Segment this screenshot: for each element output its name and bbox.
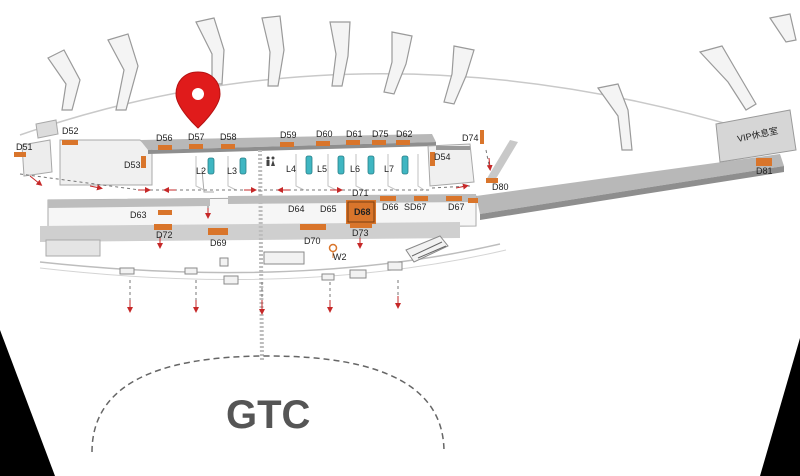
direction-arrows <box>29 157 493 315</box>
gate-label-d80: D80 <box>492 182 509 192</box>
restroom-icon <box>266 156 275 166</box>
gate-label-d68: D68 <box>354 207 371 217</box>
gate-label-d61: D61 <box>346 129 363 139</box>
lounge-labels: L2 L3 L4 L5 L6 L7 <box>196 164 394 176</box>
lounge-label-l3: L3 <box>227 166 237 176</box>
gate-label-d56: D56 <box>156 133 173 143</box>
gate-label-d70: D70 <box>304 236 321 246</box>
gate-label-d67: D67 <box>448 202 465 212</box>
gate-label-d81: D81 <box>756 166 773 176</box>
gate-label-d58: D58 <box>220 132 237 142</box>
gate-label-d59: D59 <box>280 130 297 140</box>
gate-label-d62: D62 <box>396 129 413 139</box>
stall-dividers <box>195 154 425 191</box>
gate-label-d54: D54 <box>434 152 451 162</box>
gate-label-d65: D65 <box>320 204 337 214</box>
lounge-markers <box>207 155 409 175</box>
gate-label-d74: D74 <box>462 133 479 143</box>
gtc-boundary <box>91 355 445 453</box>
lounge-label-l2: L2 <box>196 166 206 176</box>
gtc-label: GTC <box>226 393 310 437</box>
gate-label-d72: D72 <box>156 230 173 240</box>
landside-edge <box>39 249 507 281</box>
lounge-label-l5: L5 <box>317 164 327 174</box>
jet-bridges <box>47 13 797 151</box>
gate-label-d66: D66 <box>382 202 399 212</box>
gate-label-d75: D75 <box>372 129 389 139</box>
gate-labels: D51 D52 D53 D54 D56 D57 D58 D59 D60 D61 … <box>16 126 773 248</box>
lounge-label-l7: L7 <box>384 164 394 174</box>
gate-label-d52: D52 <box>62 126 79 136</box>
landside-curve <box>39 243 501 274</box>
lounge-label-l4: L4 <box>286 164 296 174</box>
w2-label: W2 <box>333 252 347 262</box>
gate-label-d53: D53 <box>124 160 141 170</box>
gate-markers <box>14 130 772 235</box>
gate-label-d64: D64 <box>288 204 305 214</box>
lounge-label-l6: L6 <box>350 164 360 174</box>
gate-label-d63: D63 <box>130 210 147 220</box>
gate-label-d69: D69 <box>210 238 227 248</box>
landside-structures <box>119 235 449 285</box>
ring-marker-icon <box>328 243 338 253</box>
gate-label-sd67: SD67 <box>404 202 427 212</box>
gate-label-d57: D57 <box>188 132 205 142</box>
gate-label-d60: D60 <box>316 129 333 139</box>
gate-label-d73: D73 <box>352 228 369 238</box>
gate-label-d51: D51 <box>16 142 33 152</box>
gate-label-d71: D71 <box>352 188 369 198</box>
map-pin-icon[interactable] <box>175 71 221 129</box>
